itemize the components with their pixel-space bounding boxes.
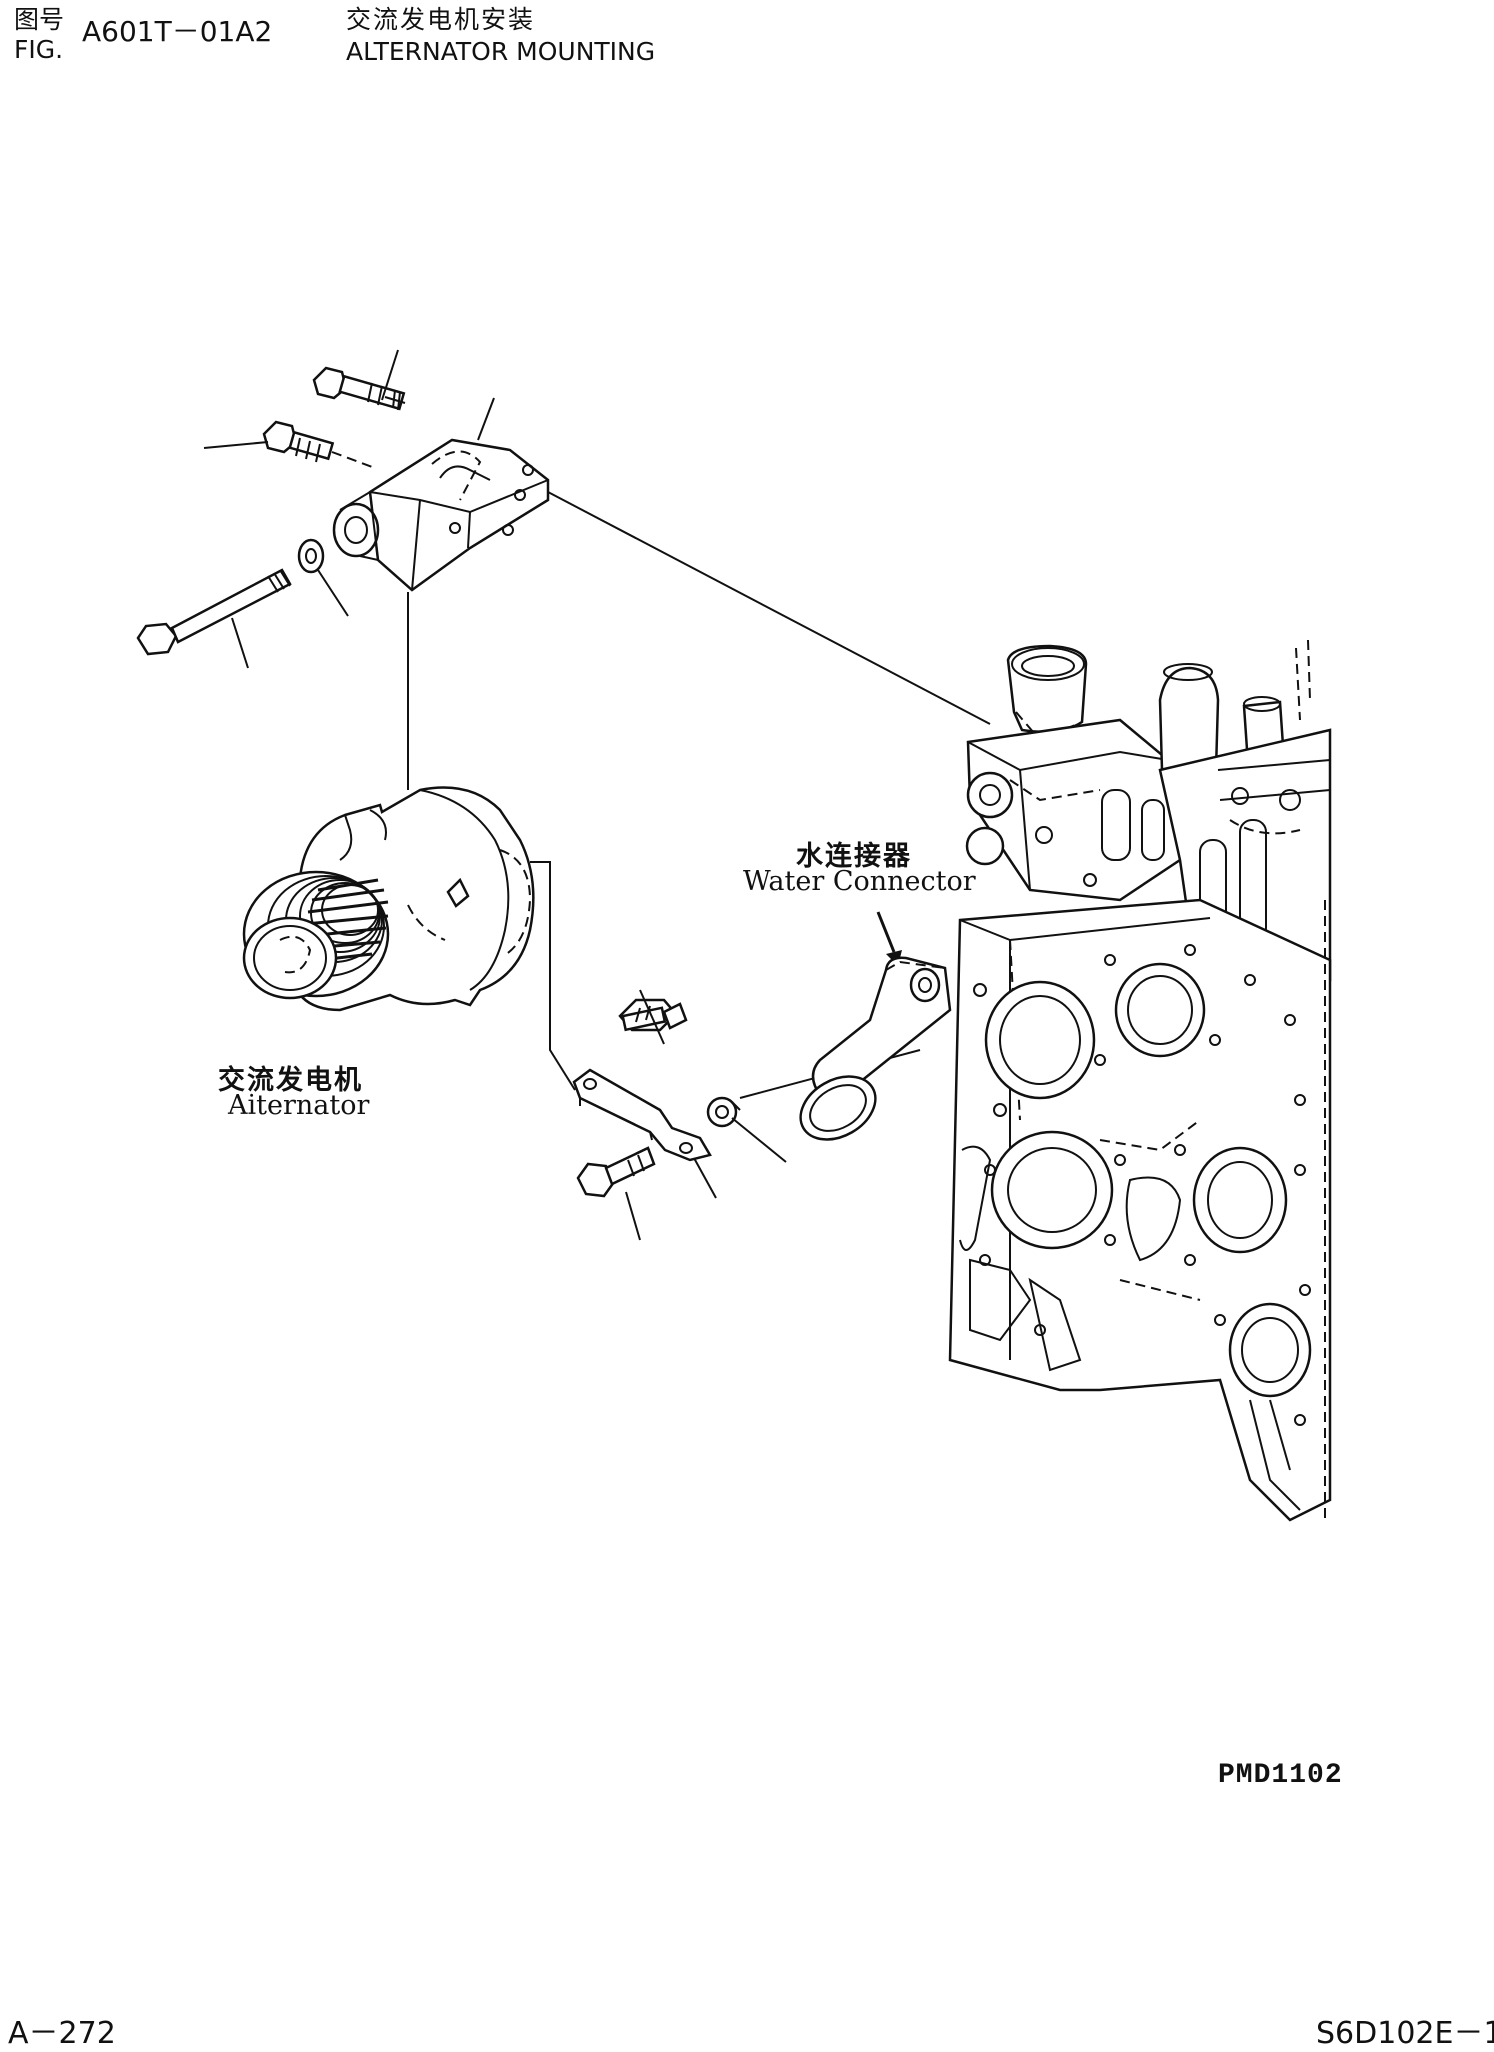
page-number: A－272 xyxy=(8,2016,116,2051)
title-cn: 交流发电机安装 xyxy=(346,5,536,34)
mounting-bracket xyxy=(332,438,550,592)
alternator xyxy=(242,786,535,1012)
leader-bolt-strap-lower xyxy=(625,1191,641,1241)
bolt-upper xyxy=(312,366,406,411)
leader-spacer xyxy=(731,1117,787,1163)
water-connector-label-en: Water Connector xyxy=(743,866,976,897)
bolt-middle-axis xyxy=(331,451,376,469)
axis-alternator-strap xyxy=(530,861,576,1091)
water-connector xyxy=(799,956,952,1141)
adjusting-strap xyxy=(572,1068,712,1162)
bolt-long xyxy=(136,568,292,656)
axis-bracket-engine xyxy=(547,491,991,725)
washer xyxy=(297,538,325,574)
title-en: ALTERNATOR MOUNTING xyxy=(346,37,656,66)
fig-label-en: FIG. xyxy=(14,35,64,64)
fig-number: A601T－01A2 xyxy=(82,15,273,48)
leader-bracket xyxy=(477,397,495,441)
water-connector-label-cn: 水连接器 xyxy=(796,841,912,872)
leader-strap xyxy=(693,1157,717,1199)
fig-label-cn: 图号 xyxy=(14,5,65,34)
spacer-nut xyxy=(706,1096,741,1128)
leader-washer xyxy=(317,569,349,617)
leader-bolt-strap-upper xyxy=(639,989,665,1045)
bolt-middle xyxy=(262,420,335,463)
leader-bolt-middle xyxy=(203,441,269,449)
alternator-label-cn: 交流发电机 xyxy=(218,1065,363,1096)
water-connector-arrow-shaft xyxy=(876,911,896,953)
model-code: S6D102E－1 xyxy=(1316,2016,1494,2051)
bolt-strap-lower xyxy=(576,1146,656,1198)
leader-bolt-upper xyxy=(381,349,399,401)
alternator-label-en: Aiternator xyxy=(228,1090,370,1121)
bolt-strap-upper xyxy=(618,998,688,1032)
drawing-id: PMD1102 xyxy=(1218,1760,1343,1791)
engine-front-cover xyxy=(948,639,1332,1522)
leader-bolt-long xyxy=(231,617,249,669)
